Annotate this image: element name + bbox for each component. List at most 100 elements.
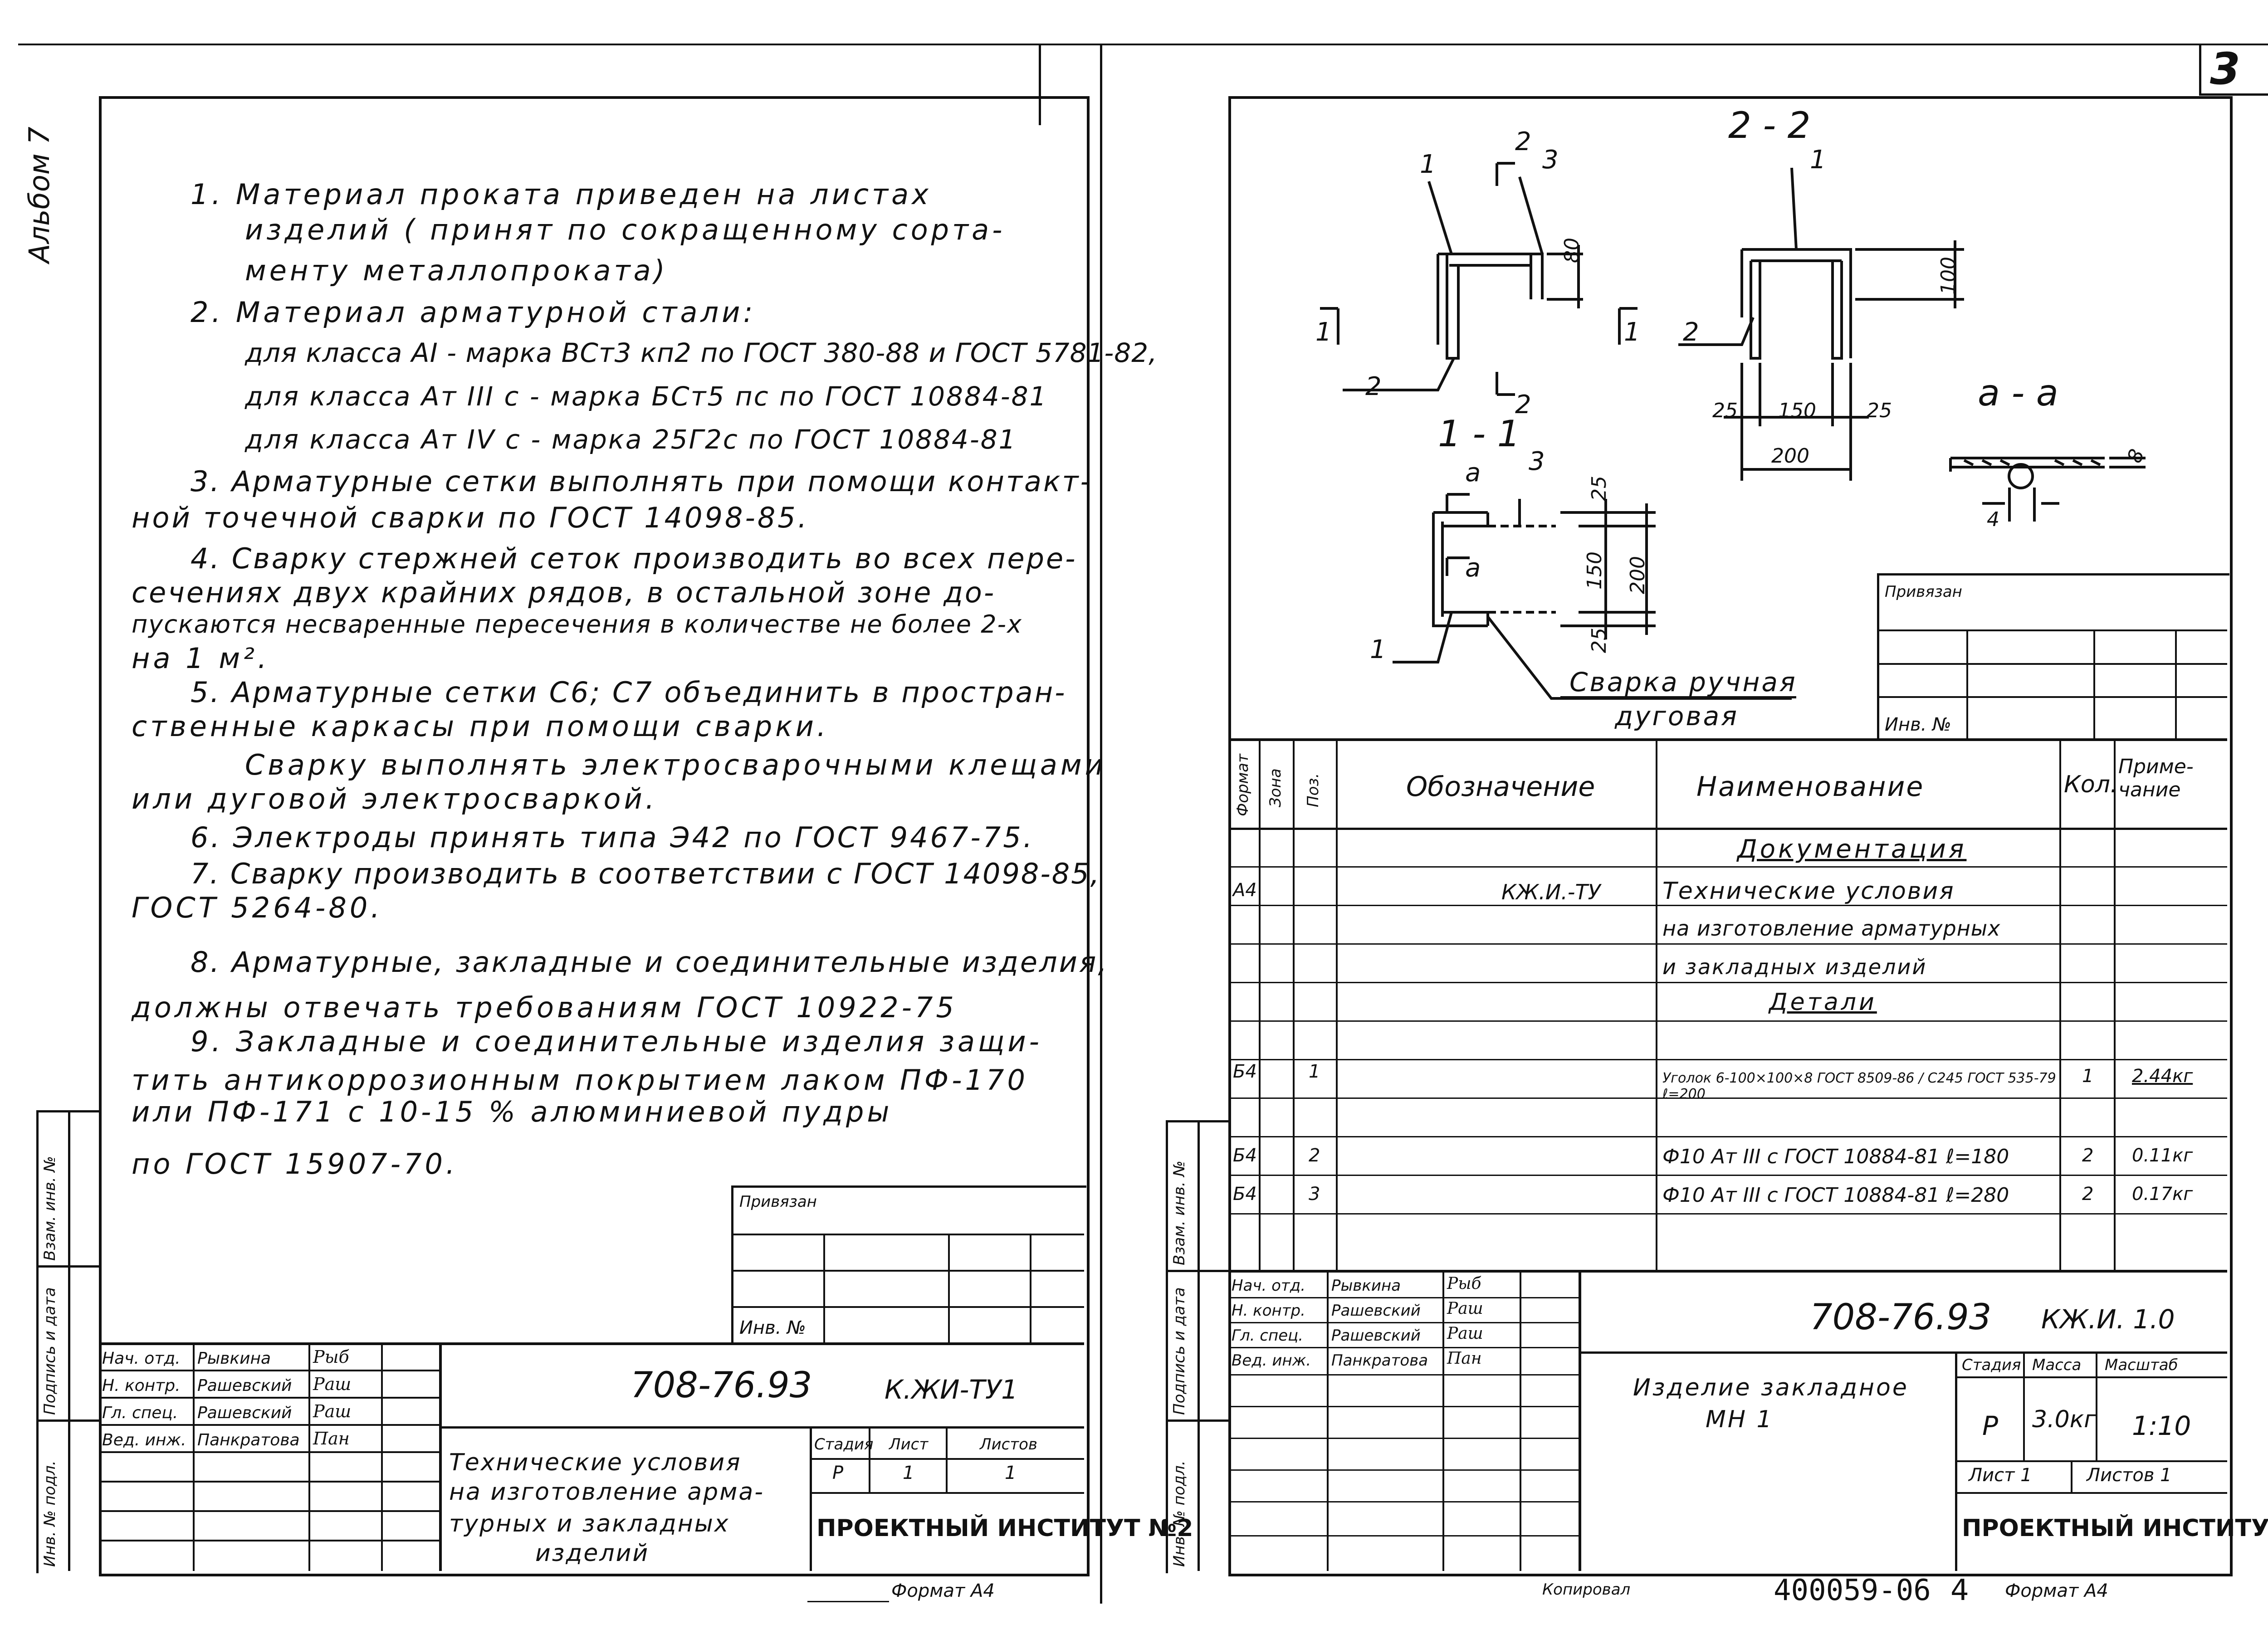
spec-row xyxy=(1228,982,2227,983)
grid-line xyxy=(99,1510,439,1512)
note-line: 9. Закладные и соединительные изделия за… xyxy=(191,1025,1043,1058)
dimension: 25 xyxy=(1712,399,1738,422)
spec-header: Формат xyxy=(1234,754,1252,816)
note-line: на 1 м². xyxy=(132,642,270,675)
grid-line xyxy=(823,1234,825,1342)
dimension: 4 xyxy=(1987,508,1999,531)
position-number: 1 xyxy=(1370,635,1386,664)
margin-divider xyxy=(68,1110,70,1571)
grid-line xyxy=(99,1370,439,1371)
dimension: 150 xyxy=(1778,399,1816,422)
staff-name: Рашевский xyxy=(1331,1327,1421,1345)
spec-row-name: Детали xyxy=(1769,989,1877,1016)
dimension: 150 xyxy=(1583,551,1606,590)
grid-line xyxy=(99,1481,439,1483)
spec-row-name: Документация xyxy=(1737,834,1967,864)
title-block-top xyxy=(99,1342,1084,1345)
spec-row-pos: 2 xyxy=(1309,1145,1320,1166)
grid-line xyxy=(1228,1297,1579,1298)
spec-row xyxy=(1228,1213,2227,1215)
spec-row-name: Уголок 6-100×100×8 ГОСТ 8509-86 / С245 Г… xyxy=(1662,1070,2056,1102)
dimension: 200 xyxy=(1771,444,1809,468)
spec-row-qty: 2 xyxy=(2082,1184,2094,1205)
staff-name: Рашевский xyxy=(197,1376,292,1395)
grid-line xyxy=(99,1424,439,1426)
cut-mark: а xyxy=(1465,553,1481,583)
spec-col xyxy=(2114,738,2116,1270)
spec-col xyxy=(1259,738,1261,1270)
note-line: Сварку выполнять электросварочными клеща… xyxy=(245,748,1106,781)
spec-row-note: 0.17кг xyxy=(2132,1184,2193,1205)
stage-header: Масштаб xyxy=(2105,1356,2178,1374)
spec-row xyxy=(1228,1059,2227,1060)
staff-signature: Рыб xyxy=(1447,1274,1481,1293)
staff-signature: Раш xyxy=(313,1374,352,1394)
angle-outline xyxy=(1438,253,1544,299)
stage-value: Р xyxy=(832,1463,844,1483)
title-block-line xyxy=(810,1492,1084,1494)
title-block-top xyxy=(1228,1270,2227,1273)
staff-name: Панкратова xyxy=(197,1431,300,1449)
spec-row-format: Б4 xyxy=(1233,1184,1257,1205)
doc-title-line: Изделие закладное xyxy=(1633,1374,1909,1401)
spec-header: Кол. xyxy=(2064,771,2118,798)
note-line: сечениях двух крайних рядов, в остальной… xyxy=(132,576,996,609)
margin-label: Подпись и дата xyxy=(1170,1287,1188,1415)
bar-pos-2 xyxy=(1446,254,1460,360)
grid-line xyxy=(99,1397,439,1399)
spec-row-note: 0.11кг xyxy=(2132,1145,2193,1166)
spec-row xyxy=(1228,1097,2227,1099)
spec-row xyxy=(1228,866,2227,868)
doc-suffix: К.ЖИ-ТУ1 xyxy=(885,1374,1018,1405)
title-block-line xyxy=(2096,1351,2097,1460)
title-block-line xyxy=(2023,1351,2025,1460)
grid-line xyxy=(1520,1270,1521,1571)
inv-no-label: Инв. № xyxy=(739,1317,806,1338)
staff-name: Рашевский xyxy=(1331,1302,1421,1320)
doc-title-line: турных и закладных xyxy=(449,1510,730,1537)
note-line: по ГОСТ 15907-70. xyxy=(132,1147,458,1180)
note-line: должны отвечать требованиям ГОСТ 10922-7… xyxy=(132,991,957,1024)
stage-header: Стадия xyxy=(814,1435,874,1454)
title-block-line xyxy=(810,1426,812,1571)
grid-line xyxy=(193,1342,195,1571)
spec-row xyxy=(1228,1020,2227,1022)
cut-mark: 1 xyxy=(1315,317,1332,347)
grid-line xyxy=(1228,1501,1579,1502)
position-number: 3 xyxy=(1542,145,1559,175)
sheet-info: Лист 1 xyxy=(1969,1465,2032,1486)
title-block-line xyxy=(2071,1460,2072,1492)
spec-header: Наименование xyxy=(1696,771,1925,803)
title-block-line xyxy=(1955,1492,2227,1494)
weld-note: дуговая xyxy=(1615,701,1739,732)
margin-divider xyxy=(36,1265,99,1268)
note-line: ственные каркасы при помощи сварки. xyxy=(132,710,829,743)
section-label: 1 - 1 xyxy=(1438,413,1520,455)
margin-divider xyxy=(1166,1270,1228,1272)
staff-name: Рывкина xyxy=(1331,1277,1401,1295)
staff-signature: Раш xyxy=(1447,1324,1483,1343)
staff-name: Рывкина xyxy=(197,1349,271,1368)
sheet-info: Листов 1 xyxy=(2087,1465,2172,1486)
dimension: 200 xyxy=(1626,556,1649,594)
staff-role: Н. контр. xyxy=(1232,1302,1305,1320)
note-line: 5. Арматурные сетки С6; С7 объединить в … xyxy=(191,676,1067,709)
format-label: Формат А4 xyxy=(891,1580,995,1601)
note-line: тить антикоррозионным покрытием лаком ПФ… xyxy=(132,1063,1028,1097)
leader-3 xyxy=(1518,176,1544,254)
note-line: 6. Электроды принять типа Э42 по ГОСТ 94… xyxy=(191,821,1035,854)
position-number: 1 xyxy=(1420,150,1436,179)
spec-row-qty: 2 xyxy=(2082,1145,2094,1166)
spec-col xyxy=(1293,738,1295,1270)
sheet-separator xyxy=(1100,44,1102,1604)
grid-line xyxy=(1228,1322,1579,1323)
cut-mark: 1 xyxy=(1624,317,1640,347)
staff-role: Нач. отд. xyxy=(102,1349,181,1368)
position-number: 2 xyxy=(1683,317,1699,347)
spec-row xyxy=(1228,905,2227,906)
spec-top xyxy=(1228,738,2227,741)
margin-label: Инв. № подл. xyxy=(1170,1460,1188,1567)
staff-name: Рашевский xyxy=(197,1404,292,1422)
grid-line xyxy=(381,1342,383,1571)
doc-title-line: МН 1 xyxy=(1706,1406,1774,1433)
